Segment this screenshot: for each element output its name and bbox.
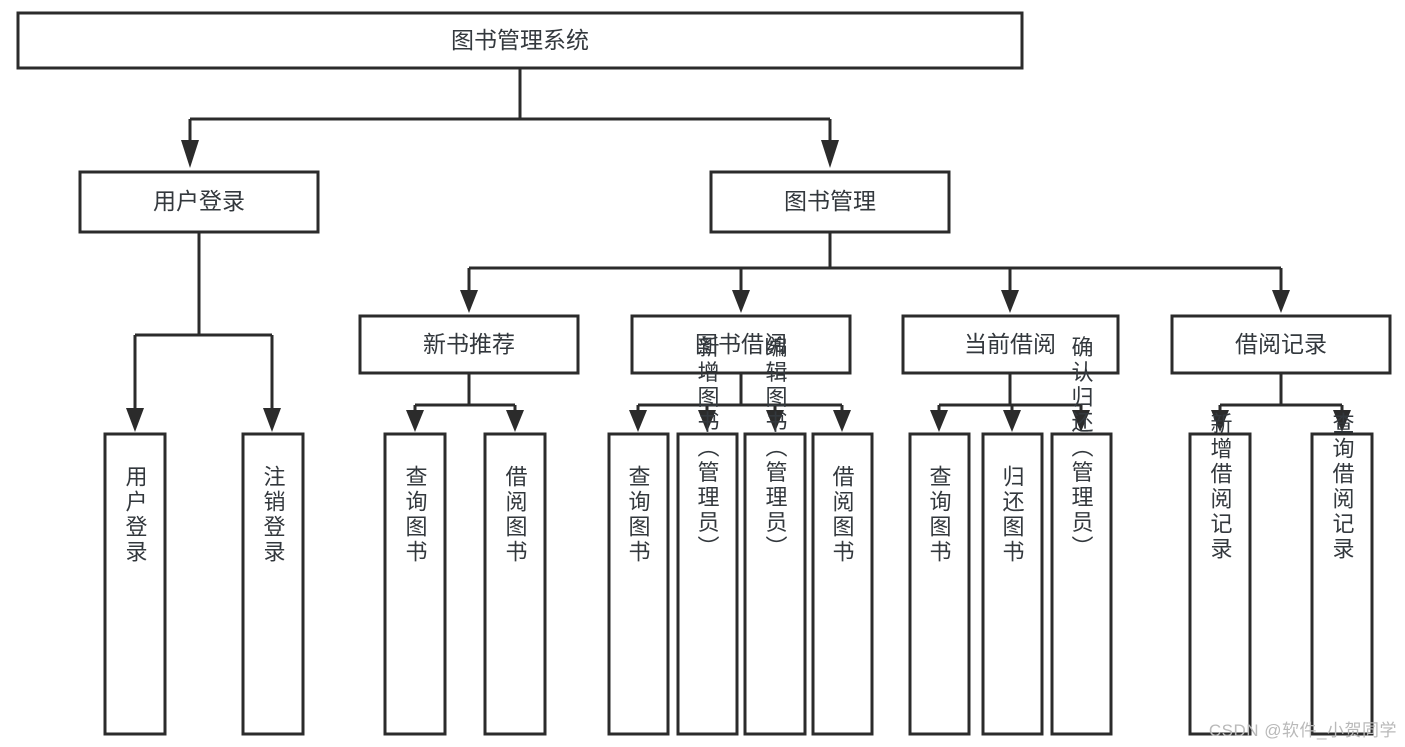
leaf-node-borrow-book-nb[interactable]: 借阅图书: [483, 432, 547, 736]
node-book-borrow-box[interactable]: [630, 314, 852, 375]
leaf-node-user-login-label: 用户登录: [123, 465, 148, 565]
node-book-borrow-label: 图书借阅: [695, 331, 787, 357]
node-book-borrow[interactable]: 图书借阅: [630, 314, 852, 375]
leaf-node-return-book-label: 归还图书: [1000, 465, 1025, 565]
leaf-node-user-login[interactable]: 用户登录: [103, 432, 167, 736]
arrow-head-nb-leaf2: [506, 410, 524, 432]
connector-group-current-borrow-leaves: [930, 373, 1090, 432]
leaf-node-query-book-bb-label: 查询图书: [626, 465, 651, 565]
leaf-node-return-book-box[interactable]: [981, 432, 1044, 736]
leaf-node-borrow-book-bb[interactable]: 借阅图书: [811, 432, 874, 736]
leaf-node-borrow-book-nb-box[interactable]: [483, 432, 547, 736]
node-new-book-recommend[interactable]: 新书推荐: [358, 314, 580, 375]
leaf-node-edit-book-admin-label: 编辑图书（管理员）: [763, 336, 788, 561]
leaf-node-query-book-bb-box[interactable]: [607, 432, 670, 736]
leaf-node-query-borrow-record-label: 查询借阅记录: [1330, 412, 1355, 562]
leaf-node-query-book-nb-label: 查询图书: [403, 465, 428, 565]
node-borrow-record-box[interactable]: [1170, 314, 1392, 375]
node-new-book-recommend-box[interactable]: [358, 314, 580, 375]
leaf-node-confirm-return-admin[interactable]: 确认归还（管理员）: [1050, 336, 1113, 736]
leaf-node-query-book-cb-label: 查询图书: [927, 465, 952, 565]
leaf-node-add-borrow-record-box[interactable]: [1188, 432, 1252, 736]
node-book-management[interactable]: 图书管理: [709, 170, 951, 234]
node-current-borrow-box[interactable]: [901, 314, 1120, 375]
leaf-node-borrow-book-nb-label: 借阅图书: [503, 465, 528, 565]
node-current-borrow-label: 当前借阅: [964, 331, 1056, 357]
leaf-node-query-book-bb[interactable]: 查询图书: [607, 432, 670, 736]
node-user-login[interactable]: 用户登录: [78, 170, 320, 234]
node-root-box[interactable]: [16, 11, 1024, 70]
leaf-node-edit-book-admin[interactable]: 编辑图书（管理员）: [743, 336, 807, 736]
leaf-node-query-borrow-record-box[interactable]: [1310, 432, 1374, 736]
connector-group-new-book-leaves: [406, 373, 524, 432]
leaf-node-add-borrow-record-label: 新增借阅记录: [1208, 412, 1233, 562]
connector-group-book-borrow-leaves: [629, 373, 851, 432]
arrow-head-leaf-user-login: [126, 408, 144, 432]
arrow-head-br-leaf1: [1211, 410, 1229, 432]
connector-group-borrow-record-leaves: [1211, 373, 1351, 432]
leaf-node-query-borrow-record[interactable]: 查询借阅记录: [1310, 412, 1374, 736]
leaf-node-query-book-nb[interactable]: 查询图书: [383, 432, 447, 736]
leaf-node-confirm-return-admin-box[interactable]: [1050, 432, 1113, 736]
leaf-node-query-book-cb[interactable]: 查询图书: [908, 432, 971, 736]
node-user-login-box[interactable]: [78, 170, 320, 234]
arrow-head-bb-leaf4: [833, 410, 851, 432]
node-user-login-label: 用户登录: [153, 188, 245, 214]
arrow-head-cb-leaf1: [930, 410, 948, 432]
arrow-head-cb-leaf2: [1003, 410, 1021, 432]
arrow-head-current-borrow: [1001, 290, 1019, 313]
node-root-label: 图书管理系统: [451, 27, 589, 53]
node-root[interactable]: 图书管理系统: [16, 11, 1024, 70]
connector-group-root-to-level2: [181, 68, 839, 168]
leaf-node-return-book[interactable]: 归还图书: [981, 432, 1044, 736]
leaf-node-query-book-cb-box[interactable]: [908, 432, 971, 736]
leaf-node-borrow-book-bb-label: 借阅图书: [830, 465, 855, 565]
leaf-node-logout-box[interactable]: [241, 432, 305, 736]
node-new-book-recommend-label: 新书推荐: [423, 331, 515, 357]
arrow-head-cb-leaf3: [1072, 410, 1090, 432]
leaf-node-add-book-admin[interactable]: 新增图书（管理员）: [676, 336, 739, 736]
arrow-head-leaf-logout: [263, 408, 281, 432]
leaf-node-add-book-admin-box[interactable]: [676, 432, 739, 736]
leaf-node-logout-label: 注销登录: [261, 465, 286, 565]
leaf-node-logout[interactable]: 注销登录: [241, 432, 305, 736]
node-borrow-record[interactable]: 借阅记录: [1170, 314, 1392, 375]
node-book-management-box[interactable]: [709, 170, 951, 234]
arrow-head-user-login: [181, 140, 199, 168]
arrow-head-bb-leaf3: [766, 410, 784, 432]
arrow-head-bb-leaf1: [629, 410, 647, 432]
node-book-management-label: 图书管理: [784, 188, 876, 214]
leaf-node-confirm-return-admin-label: 确认归还（管理员）: [1069, 336, 1094, 561]
leaf-node-borrow-book-bb-box[interactable]: [811, 432, 874, 736]
arrow-head-new-book: [460, 290, 478, 313]
arrow-head-book-mgmt: [821, 140, 839, 168]
connector-group-user-login-leaves: [126, 232, 281, 432]
arrow-head-br-leaf2: [1333, 410, 1351, 432]
leaf-node-edit-book-admin-box[interactable]: [743, 432, 807, 736]
connector-group-book-mgmt-to-level3: [460, 232, 1290, 313]
arrow-head-borrow-record: [1272, 290, 1290, 313]
arrow-head-nb-leaf1: [406, 410, 424, 432]
arrow-head-book-borrow: [732, 290, 750, 313]
leaf-node-add-book-admin-label: 新增图书（管理员）: [695, 336, 720, 561]
node-current-borrow[interactable]: 当前借阅: [901, 314, 1120, 375]
leaf-node-user-login-box[interactable]: [103, 432, 167, 736]
node-borrow-record-label: 借阅记录: [1235, 331, 1327, 357]
leaf-node-add-borrow-record[interactable]: 新增借阅记录: [1188, 412, 1252, 736]
leaf-node-query-book-nb-box[interactable]: [383, 432, 447, 736]
arrow-head-bb-leaf2: [698, 410, 716, 432]
